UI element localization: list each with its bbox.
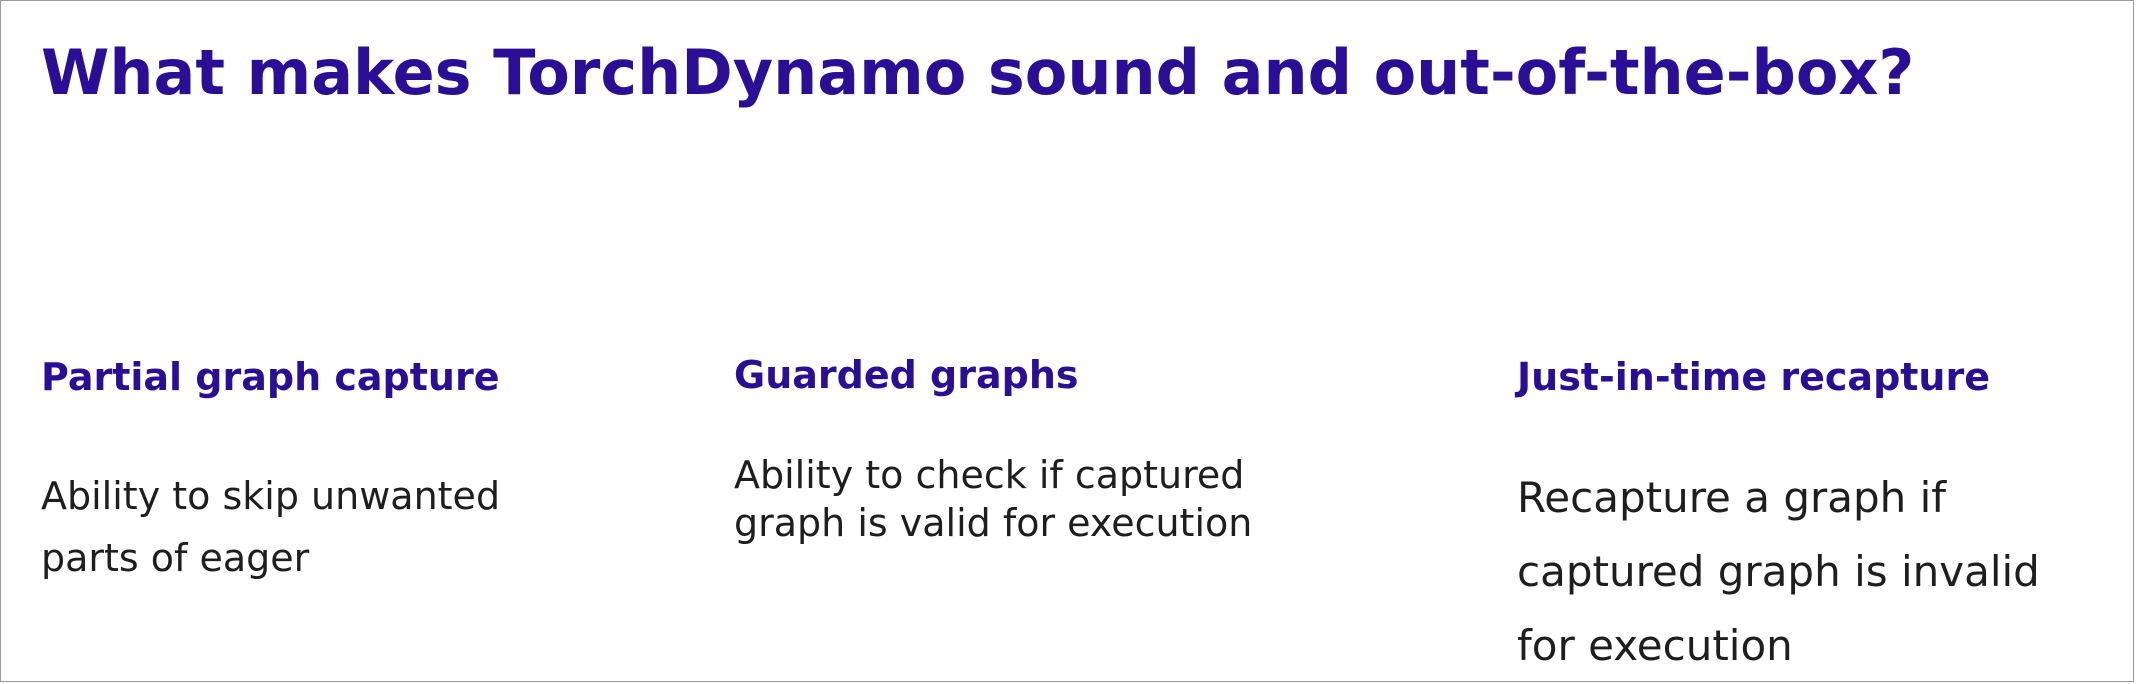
column-body-line: Ability to check if captured xyxy=(734,453,1245,497)
column-body-line: for execution xyxy=(1517,621,1793,670)
column-body-line: captured graph is invalid xyxy=(1517,547,2040,596)
column-heading: Guarded graphs xyxy=(734,353,1079,397)
column-heading: Partial graph capture xyxy=(41,355,500,399)
column-body-line: Ability to skip unwanted xyxy=(41,474,501,518)
column-guarded-graphs: Guarded graphs Ability to check if captu… xyxy=(734,351,1252,545)
column-body: Ability to skip unwanted parts of eager xyxy=(41,465,500,589)
column-body-line: parts of eager xyxy=(41,536,310,580)
column-body-line: Recapture a graph if xyxy=(1517,473,1947,522)
column-just-in-time-recapture: Just-in-time recapture Recapture a graph… xyxy=(1517,353,2040,670)
column-body: Recapture a graph if captured graph is i… xyxy=(1517,461,2040,683)
slide-title: What makes TorchDynamo sound and out-of-… xyxy=(41,36,1915,109)
column-body: Ability to check if captured graph is va… xyxy=(734,451,1252,547)
column-body-line: graph is valid for execution xyxy=(734,501,1253,545)
column-partial-graph-capture: Partial graph capture Ability to skip un… xyxy=(41,353,500,580)
column-heading: Just-in-time recapture xyxy=(1517,355,1990,399)
